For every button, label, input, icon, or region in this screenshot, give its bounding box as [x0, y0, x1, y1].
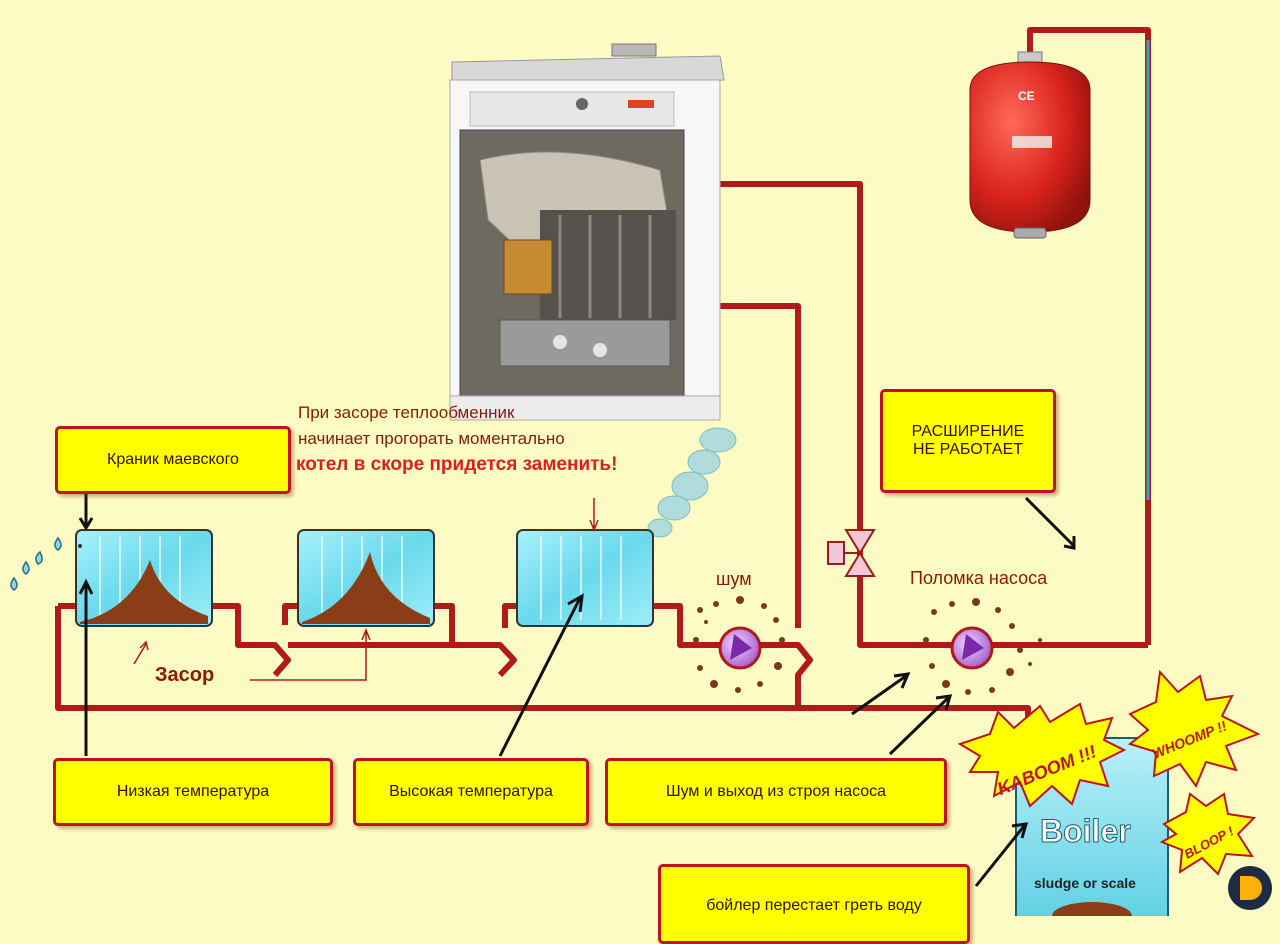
- water-drop-icon: [10, 536, 62, 591]
- arrow-high-temp: [498, 593, 584, 757]
- expansion-line2: НЕ РАБОТАЕТ: [912, 441, 1024, 458]
- arrow-mayevsky: [78, 494, 94, 531]
- pump-icon: [718, 626, 762, 670]
- debris-particles: [693, 596, 1042, 695]
- sludge-deposit: [302, 552, 430, 624]
- gas-boiler-icon: [449, 43, 725, 421]
- radiator-1: [75, 529, 213, 627]
- low-temp-label: Низкая температура: [53, 758, 333, 826]
- valve-icon: [827, 529, 876, 577]
- pipe-seg-2: [282, 603, 455, 648]
- arrow-pump-2: [888, 694, 953, 756]
- warning-line-2: начинает прогорать моментально: [298, 429, 565, 448]
- high-temp-text: Высокая температура: [389, 783, 553, 800]
- boiler-stops-text: бойлер перестает греть воду: [706, 897, 922, 914]
- boiler-title: Boiler: [1040, 813, 1131, 849]
- mayevsky-valve-text: Краник маевского: [107, 451, 239, 468]
- warning-line-3: котел в скоре придется заменить!: [296, 454, 618, 475]
- return-pipe-to-boiler: [720, 303, 801, 628]
- steam-icon: [647, 427, 737, 538]
- sludge-deposit: [80, 560, 208, 624]
- bloop-burst: [1159, 792, 1257, 876]
- clog-arrows: [133, 498, 599, 681]
- noise-label: шум: [716, 569, 752, 589]
- expansion-label: РАСШИРЕНИЕ НЕ РАБОТАЕТ: [880, 389, 1056, 493]
- whoomp-burst: [1127, 669, 1261, 789]
- pump-icon: [950, 626, 994, 670]
- supply-pipe-from-boiler: [720, 181, 1148, 648]
- pipe-seg-3: [452, 603, 517, 678]
- tank-ce-mark: CE: [1018, 89, 1035, 103]
- main-lower-pipe: [55, 606, 1031, 720]
- mayevsky-valve-label: Краник маевского: [55, 426, 291, 494]
- high-temp-label: Высокая температура: [353, 758, 589, 826]
- top-distribution-pipe: [212, 603, 291, 677]
- annotation-arrows: [78, 494, 1076, 887]
- warning-line-1: При засоре теплообменник: [298, 403, 515, 422]
- clog-label: Засор: [155, 664, 215, 686]
- expansion-line1: РАСШИРЕНИЕ: [911, 423, 1025, 440]
- pump-noise-text: Шум и выход из строя насоса: [665, 783, 887, 800]
- kaboom-burst: [957, 702, 1127, 808]
- arrow-low-temp: [78, 578, 94, 756]
- boiler-stops-label: бойлер перестает греть воду: [658, 864, 970, 944]
- diagram-canvas: CE: [10, 27, 1272, 916]
- pipe-seg-4: [653, 603, 720, 648]
- pump-bypass: [760, 642, 813, 708]
- arrow-expansion: [1024, 496, 1076, 550]
- boiler-subtitle: sludge or scale: [1034, 875, 1136, 891]
- pump-failure-label: Поломка насоса: [910, 568, 1048, 588]
- radiator-3: [516, 529, 654, 627]
- expansion-tank-icon: [969, 51, 1091, 239]
- heating-system-diagram: CE: [10, 27, 1272, 944]
- radiator-2: [297, 529, 435, 627]
- arrow-pump-1: [851, 672, 911, 716]
- pump-noise-label: Шум и выход из строя насоса: [605, 758, 947, 826]
- arrow-boiler: [974, 822, 1029, 887]
- logo-icon: [1228, 866, 1272, 910]
- low-temp-text: Низкая температура: [116, 783, 270, 800]
